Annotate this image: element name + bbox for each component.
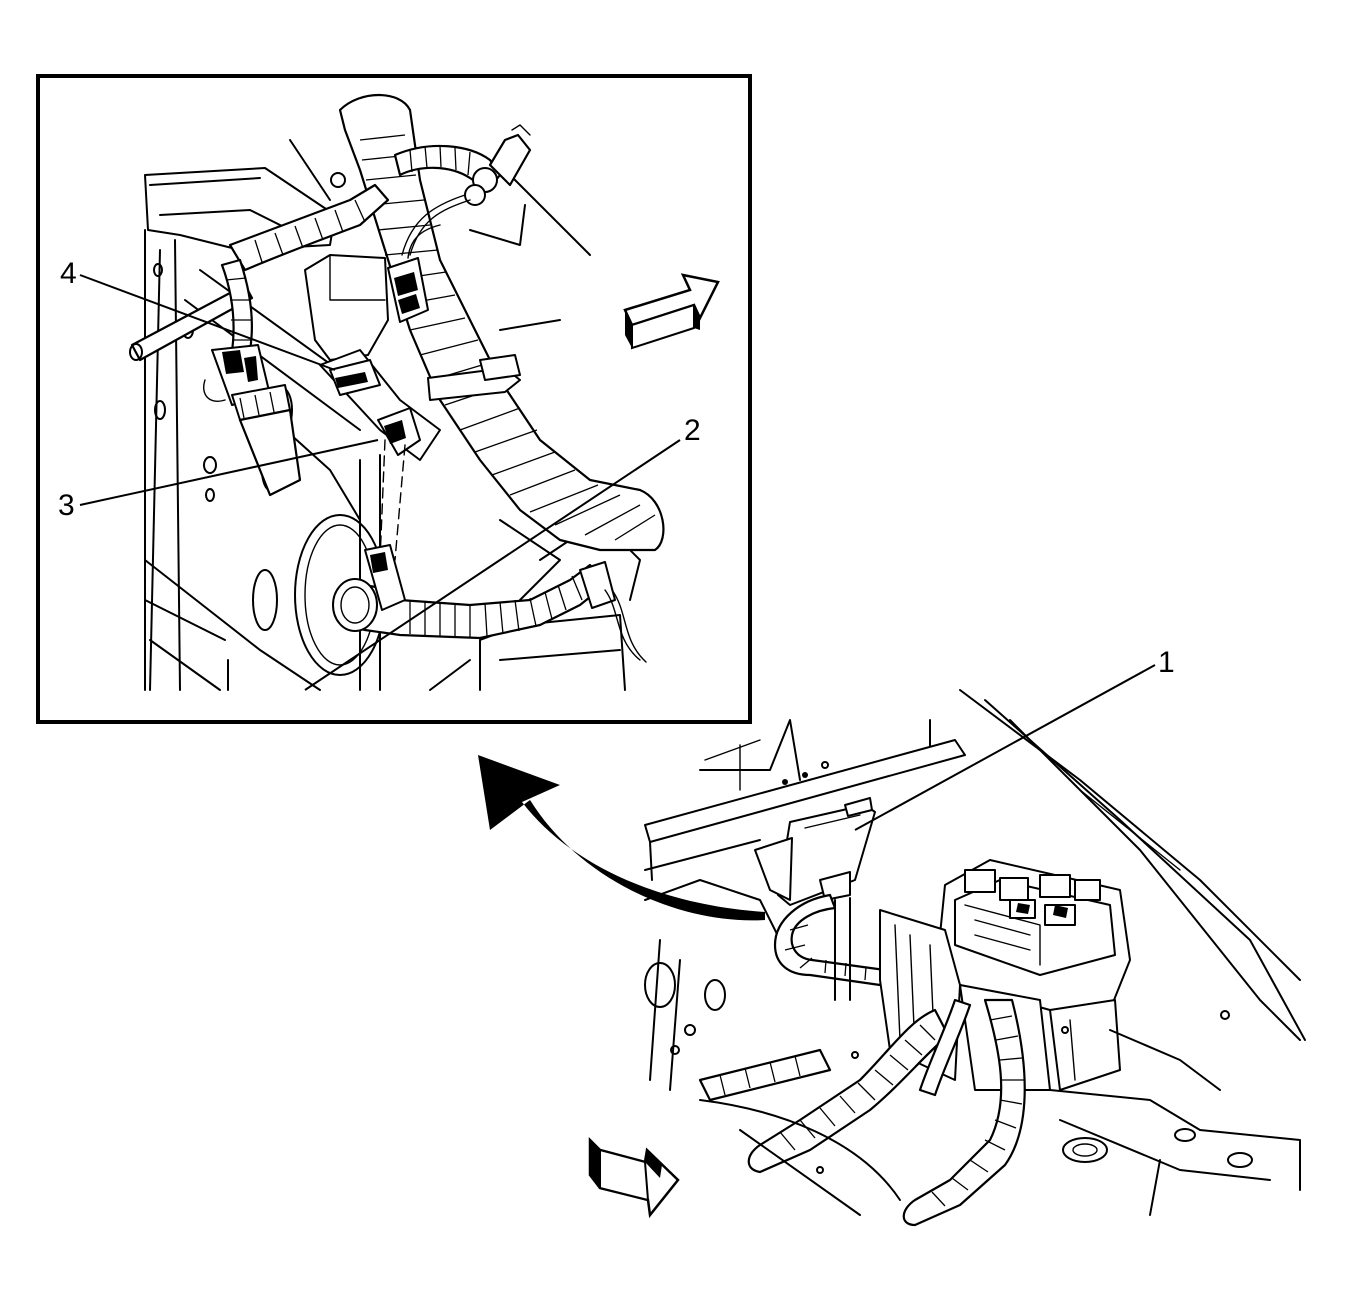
callout-3-label: 3	[58, 489, 75, 522]
callout-1-leader	[854, 664, 1156, 831]
callout-1-label: 1	[1158, 646, 1175, 679]
inset-left-connector	[203, 344, 302, 497]
main-view: 1	[588, 646, 1306, 1227]
detail-inset: 4 3 2	[36, 74, 752, 724]
main-fuse-block	[851, 859, 1131, 1091]
inset-lower-harness	[332, 544, 647, 663]
inset-direction-arrow-icon	[623, 273, 720, 350]
inset-rod	[129, 283, 254, 362]
inset-leader-lines	[79, 274, 681, 691]
callout-2-label: 2	[684, 414, 701, 447]
inset-right-connector	[387, 224, 521, 401]
inset-body-panel	[144, 139, 641, 691]
inset-upper-harness	[220, 124, 532, 354]
curved-detail-arrow-icon	[478, 755, 765, 921]
callout-4-label: 4	[60, 257, 77, 290]
main-module	[754, 797, 876, 906]
inset-main-harness	[338, 93, 665, 552]
inset-module-bracket	[304, 254, 441, 561]
main-direction-arrow-icon	[588, 1136, 680, 1219]
main-lower-harnesses	[698, 998, 1026, 1227]
